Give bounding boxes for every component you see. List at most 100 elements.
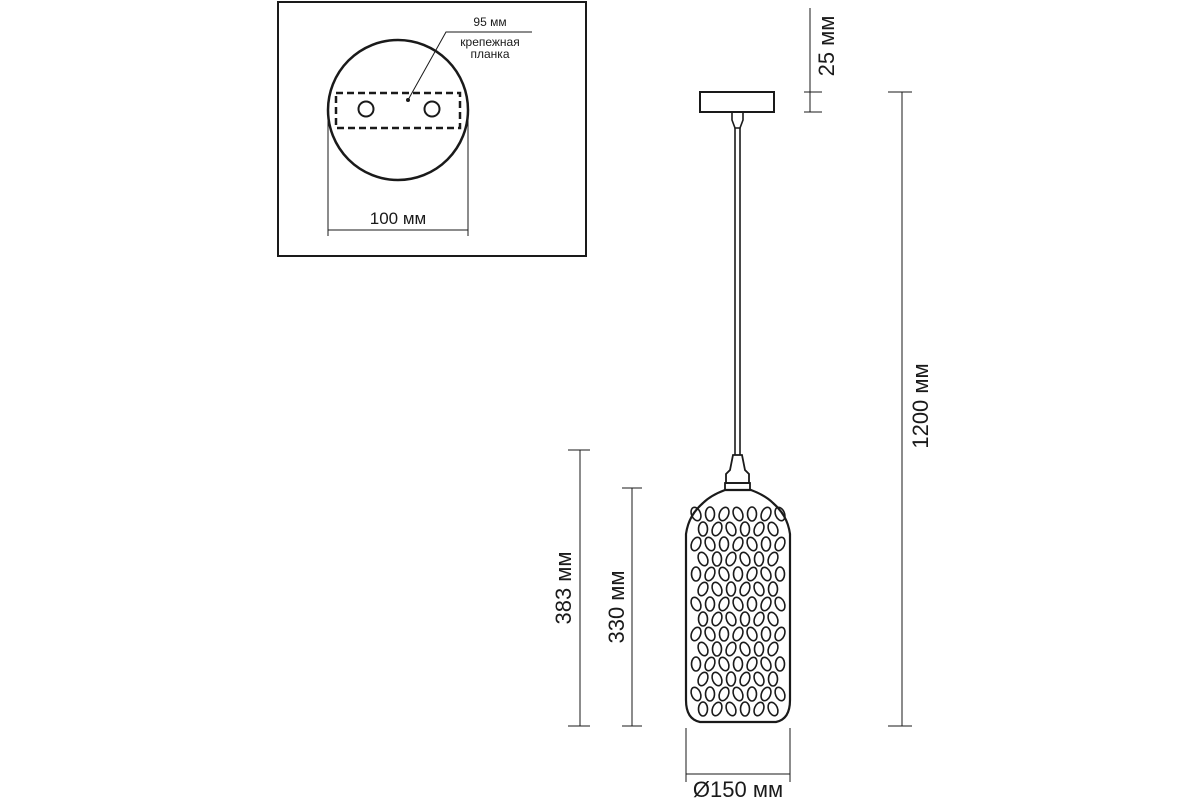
shade-dimple bbox=[753, 641, 765, 657]
shade-dimple bbox=[746, 686, 758, 702]
shade-dimple bbox=[774, 596, 786, 612]
shade-dimple bbox=[697, 611, 709, 627]
shade-dimple bbox=[767, 581, 779, 597]
shade-dimple bbox=[697, 521, 709, 537]
shade-dimple bbox=[774, 626, 786, 642]
shade-height-label: 330 мм bbox=[604, 570, 629, 643]
shade-dimple bbox=[704, 566, 716, 582]
shade-dimple bbox=[774, 506, 786, 522]
shade-dimple bbox=[753, 701, 765, 717]
bracket-name-line2: планка bbox=[471, 47, 510, 61]
shade-dimple bbox=[697, 671, 709, 687]
shade-dimple bbox=[746, 536, 758, 552]
shade-dimple bbox=[767, 521, 779, 537]
shade-dimple bbox=[746, 596, 758, 612]
overall-height-label: 1200 мм bbox=[908, 363, 933, 448]
shade-dimple bbox=[753, 581, 765, 597]
shade-dimple bbox=[739, 611, 751, 627]
canopy-height-label: 25 мм bbox=[814, 16, 839, 77]
shade-dimple bbox=[753, 611, 765, 627]
shade-dimple bbox=[732, 596, 744, 612]
shade-dimple bbox=[711, 581, 723, 597]
shade-dimple bbox=[697, 701, 709, 717]
shade-dimple bbox=[753, 671, 765, 687]
shade-dimple bbox=[711, 551, 723, 567]
bracket-hole-left bbox=[357, 100, 375, 118]
shade-dimple bbox=[725, 581, 737, 597]
shade-dimple bbox=[725, 521, 737, 537]
shade-dimple bbox=[746, 656, 758, 672]
shade-dimple bbox=[760, 536, 772, 552]
shade-dimple bbox=[774, 686, 786, 702]
lamp-side-view bbox=[684, 91, 792, 724]
shade-dimple bbox=[739, 671, 751, 687]
shade-dimple bbox=[732, 506, 744, 522]
bracket-leader-line bbox=[407, 31, 532, 101]
dim-lamp-height: 383 мм bbox=[551, 449, 590, 727]
shade-dimple bbox=[725, 701, 737, 717]
shade-dimple bbox=[767, 611, 779, 627]
shade-dimple bbox=[711, 701, 723, 717]
shade-diameter-label: Ø150 мм bbox=[693, 777, 783, 800]
shade-dimple bbox=[718, 686, 730, 702]
shade-dimple bbox=[690, 626, 702, 642]
shade-dimple bbox=[690, 566, 702, 582]
shade-dimple bbox=[753, 551, 765, 567]
shade-dimple bbox=[718, 656, 730, 672]
shade-dimple bbox=[746, 566, 758, 582]
shade-dimple bbox=[774, 566, 786, 582]
shade-dimple bbox=[690, 656, 702, 672]
cable-sleeve bbox=[731, 112, 744, 129]
shade-dimple bbox=[732, 686, 744, 702]
shade-dimple bbox=[704, 656, 716, 672]
shade-dimple bbox=[760, 686, 772, 702]
dim-canopy-height: 25 мм bbox=[804, 8, 839, 113]
shade-dimple bbox=[718, 566, 730, 582]
shade-dimple bbox=[718, 506, 730, 522]
dim-shade-diameter: Ø150 мм bbox=[685, 728, 791, 800]
shade-dimple bbox=[732, 536, 744, 552]
shade-dimple bbox=[739, 581, 751, 597]
lamp-holder bbox=[725, 454, 750, 484]
shade-dimple bbox=[760, 506, 772, 522]
lamp-height-label: 383 мм bbox=[551, 551, 576, 624]
shade-dimple bbox=[739, 521, 751, 537]
shade-dimple bbox=[732, 626, 744, 642]
bracket-hole-right bbox=[423, 100, 441, 118]
bracket-width-label: 95 мм bbox=[473, 15, 506, 29]
shade-dimple bbox=[718, 596, 730, 612]
shade-dimple bbox=[697, 551, 709, 567]
canopy-circle bbox=[326, 38, 470, 182]
bracket-name-line1: крепежная bbox=[460, 35, 519, 49]
canopy-top-view-inset: 95 мм крепежная планка 100 мм bbox=[277, 1, 587, 257]
shade-dimple bbox=[697, 581, 709, 597]
shade-dimple bbox=[760, 566, 772, 582]
shade-dimple bbox=[725, 641, 737, 657]
shade-dimple bbox=[725, 551, 737, 567]
shade-dimple bbox=[725, 611, 737, 627]
shade-dimple bbox=[711, 521, 723, 537]
shade-dimple bbox=[760, 656, 772, 672]
mounting-bracket bbox=[334, 91, 462, 130]
shade-dimple bbox=[767, 701, 779, 717]
shade-dimple bbox=[753, 521, 765, 537]
shade-dimple bbox=[704, 536, 716, 552]
shade-dimple bbox=[704, 506, 716, 522]
shade-dimple bbox=[718, 626, 730, 642]
shade-dimple-pattern bbox=[690, 506, 786, 717]
shade-dimple bbox=[697, 641, 709, 657]
shade-dimple bbox=[690, 596, 702, 612]
shade-dimple bbox=[711, 671, 723, 687]
shade-dimple bbox=[774, 656, 786, 672]
shade-dimple bbox=[767, 551, 779, 567]
shade-dimple bbox=[704, 686, 716, 702]
shade-dimple bbox=[725, 671, 737, 687]
shade-dimple bbox=[690, 506, 702, 522]
shade-dimple bbox=[690, 686, 702, 702]
shade-dimple bbox=[760, 596, 772, 612]
shade-dimple bbox=[711, 611, 723, 627]
shade-dimple bbox=[767, 641, 779, 657]
inset-frame bbox=[277, 1, 587, 257]
shade-dimple bbox=[760, 626, 772, 642]
